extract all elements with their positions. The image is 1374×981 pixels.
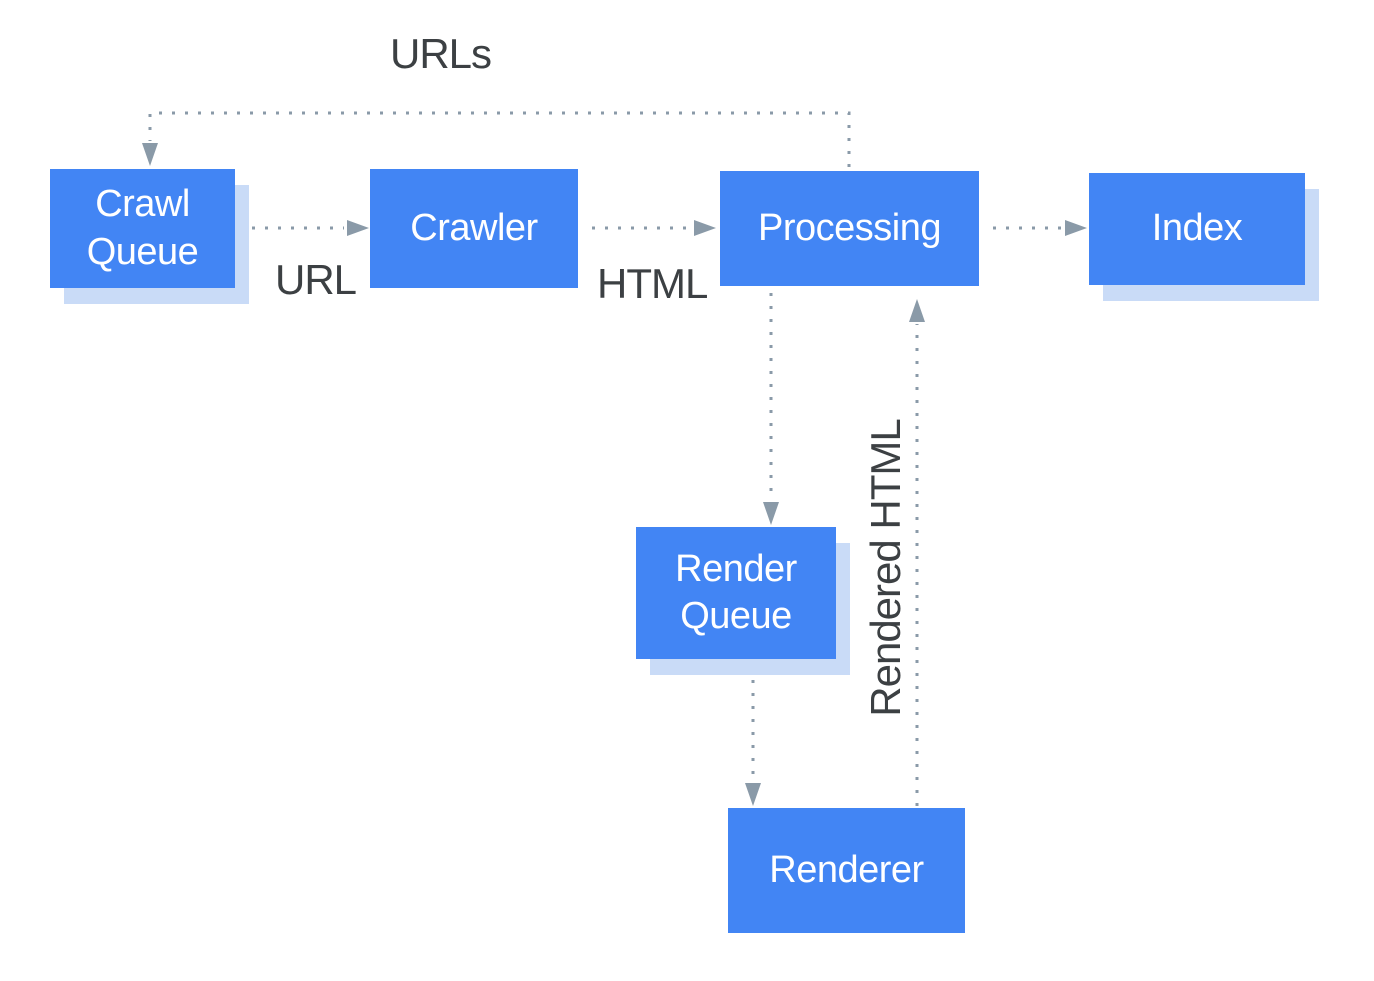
node-crawl-queue: Crawl Queue [50, 169, 235, 288]
arrowhead-down-render-queue [763, 502, 779, 525]
node-renderer-label: Renderer [769, 848, 924, 891]
edge-processing-to-crawl-queue [148, 111, 851, 167]
edge-label-html: HTML [597, 260, 708, 307]
node-crawl-queue-label: Crawl Queue [86, 183, 199, 273]
arrowhead-right-crawler [347, 220, 369, 236]
arrowhead-up-processing [909, 299, 925, 322]
node-processing: Processing [720, 171, 979, 286]
arrowhead-down-crawl-queue [142, 143, 158, 166]
node-render-queue-label: Render Queue [675, 547, 797, 638]
node-index: Index [1089, 173, 1305, 285]
node-render-queue: Render Queue [636, 527, 836, 659]
edge-label-urls: URLs [390, 30, 492, 77]
node-crawler-label: Crawler [410, 206, 538, 249]
arrowhead-down-renderer [745, 783, 761, 806]
node-crawler: Crawler [370, 169, 578, 288]
arrowhead-right-index [1065, 220, 1087, 236]
node-renderer: Renderer [728, 808, 965, 933]
edge-label-rendered-html: Rendered HTML [862, 419, 909, 717]
node-processing-label: Processing [758, 206, 941, 249]
arrowhead-right-processing [694, 220, 716, 236]
edge-label-url: URL [275, 256, 357, 303]
node-index-label: Index [1151, 207, 1243, 250]
